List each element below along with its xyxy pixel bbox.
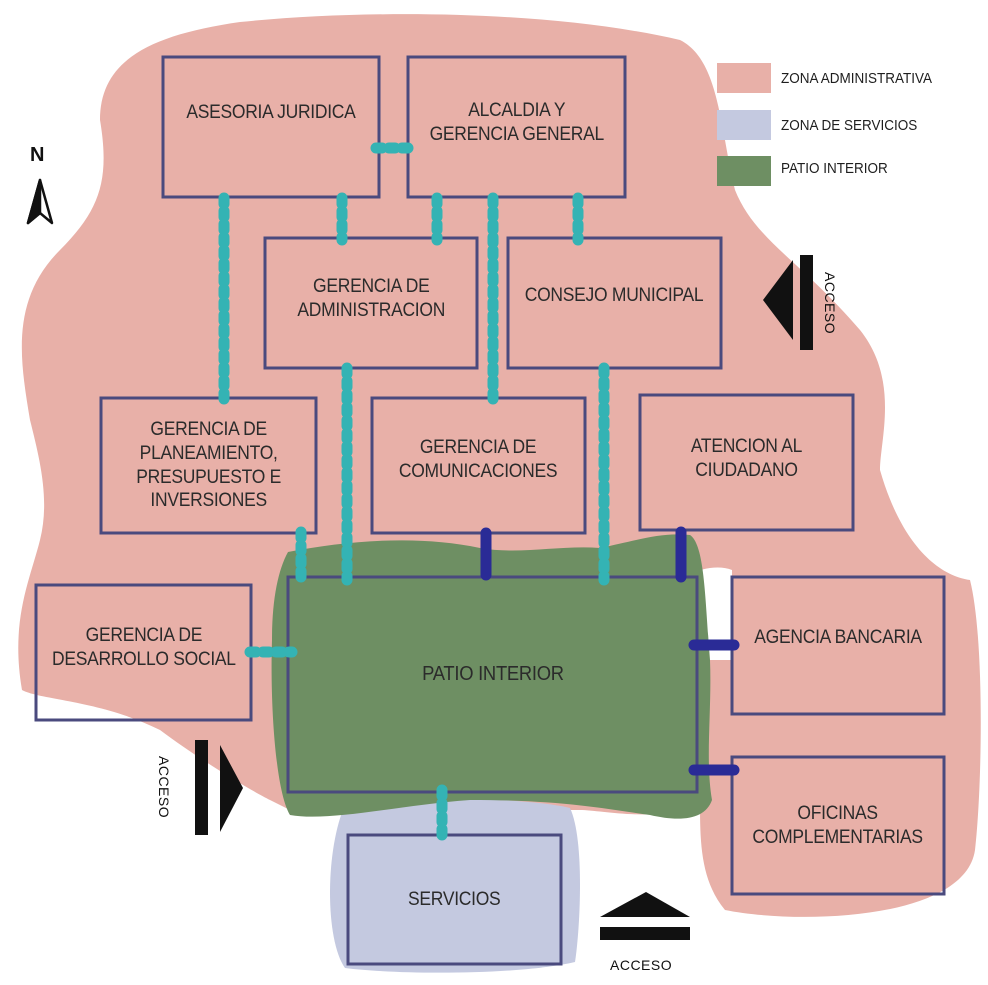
acceso-west-arrow	[220, 745, 243, 832]
room-administracion	[263, 236, 479, 370]
room-administracion-box: GERENCIA DE ADMINISTRACION	[265, 238, 477, 368]
acceso-west-label: ACCESO	[156, 756, 172, 819]
acceso-south-arrow	[600, 892, 690, 917]
room-consejo	[506, 236, 723, 370]
legend-label-servicios: ZONA DE SERVICIOS	[781, 117, 918, 134]
room-label: OFICINAS COMPLEMENTARIAS	[752, 802, 924, 848]
room-label: GERENCIA DE DESARROLLO SOCIAL	[51, 624, 236, 670]
patio-box: PATIO INTERIOR	[288, 577, 697, 792]
room-label: AGENCIA BANCARIA	[754, 626, 922, 648]
room-alcaldia	[406, 55, 627, 199]
service-zone	[330, 798, 580, 973]
room-label: ASESORIA JURIDICA	[186, 102, 356, 124]
room-bancaria-box: AGENCIA BANCARIA	[732, 577, 944, 714]
room-comunicaciones-box: GERENCIA DE COMUNICACIONES	[372, 398, 585, 533]
room-label: CONSEJO MUNICIPAL	[525, 285, 704, 307]
room-alcaldia-box: ALCALDIA Y GERENCIA GENERAL	[408, 57, 625, 197]
administrative-zone	[18, 14, 981, 917]
room-atencion	[638, 393, 855, 532]
room-label: SERVICIOS	[408, 888, 501, 910]
patio-outline	[286, 575, 699, 794]
room-asesoria-box: ASESORIA JURIDICA	[163, 57, 379, 197]
room-label: GERENCIA DE ADMINISTRACION	[297, 276, 445, 321]
north-label: N	[30, 144, 45, 166]
acceso-east-arrow	[763, 260, 793, 340]
room-servicios-box: SERVICIOS	[348, 835, 561, 964]
room-servicios	[346, 833, 563, 966]
room-label: ALCALDIA Y GERENCIA GENERAL	[429, 100, 604, 145]
legend-swatch-administrativa	[717, 63, 771, 93]
acceso-west-bar	[195, 740, 208, 835]
room-oficinas	[730, 755, 946, 896]
north-arrow-icon	[26, 178, 54, 225]
acceso-south-label: ACCESO	[610, 957, 673, 973]
legend-label-patio: PATIO INTERIOR	[781, 160, 888, 177]
room-asesoria	[161, 55, 381, 199]
patio-zone	[271, 534, 712, 819]
room-comunicaciones	[370, 396, 587, 535]
room-label: ATENCION AL CIUDADANO	[690, 435, 803, 481]
legend-swatch-patio	[717, 156, 771, 186]
acceso-south-bar	[600, 927, 690, 940]
room-consejo-box: CONSEJO MUNICIPAL	[508, 238, 721, 368]
room-label: GERENCIA DE COMUNICACIONES	[399, 436, 558, 482]
room-planeamiento	[99, 396, 318, 535]
legend-label-administrativa: ZONA ADMINISTRATIVA	[781, 70, 933, 87]
room-planeamiento-box: GERENCIA DE PLANEAMIENTO, PRESUPUESTO E …	[101, 398, 316, 533]
room-oficinas-box: OFICINAS COMPLEMENTARIAS	[732, 757, 944, 894]
legend-swatch-servicios	[717, 110, 771, 140]
patio-label: PATIO INTERIOR	[421, 663, 564, 685]
room-label: GERENCIA DE PLANEAMIENTO, PRESUPUESTO E …	[136, 419, 281, 512]
acceso-east-bar	[800, 255, 813, 350]
room-atencion-box: ATENCION AL CIUDADANO	[640, 395, 853, 530]
acceso-east-label: ACCESO	[822, 272, 838, 335]
room-desarrollo-box: GERENCIA DE DESARROLLO SOCIAL	[36, 585, 251, 720]
